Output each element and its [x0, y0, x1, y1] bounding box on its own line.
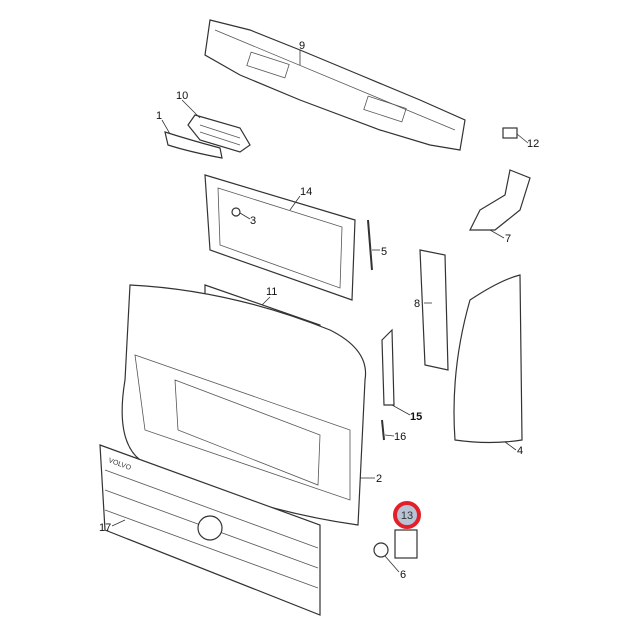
part-6-horn[interactable]	[373, 529, 418, 559]
part-10-bracket[interactable]	[187, 114, 251, 153]
part-8-bracket[interactable]	[419, 249, 449, 371]
callout-12: 12	[527, 138, 539, 150]
part-3-nut[interactable]	[231, 207, 241, 217]
part-4-side-panel[interactable]	[453, 274, 523, 444]
callout-17: 17	[99, 522, 111, 534]
callout-9: 9	[299, 40, 305, 52]
callout-16: 16	[394, 431, 406, 443]
callout-10: 10	[176, 90, 188, 102]
callout-7: 7	[505, 233, 511, 245]
callout-11: 11	[266, 286, 277, 298]
part-17-grille[interactable]: VOLVO	[99, 444, 321, 616]
callout-1: 1	[156, 110, 162, 122]
part-14-frame[interactable]	[204, 174, 356, 301]
part-12-clip[interactable]	[502, 127, 518, 139]
callout-4: 4	[517, 445, 523, 457]
callout-5: 5	[381, 246, 387, 258]
part-5-rod[interactable]	[367, 219, 373, 271]
callout-8: 8	[414, 298, 420, 310]
callout-14: 14	[300, 186, 312, 198]
callout-13: 13	[401, 510, 413, 522]
part-15-bracket[interactable]	[381, 328, 395, 406]
callout-13-highlighted[interactable]: 13	[393, 501, 421, 529]
callout-15: 15	[410, 411, 422, 423]
callout-2: 2	[376, 473, 382, 485]
callout-6: 6	[400, 569, 406, 581]
part-9-upper-panel[interactable]	[204, 19, 466, 151]
part-2-front-panel[interactable]	[121, 284, 367, 526]
part-1-handle[interactable]	[164, 131, 223, 159]
part-7-corner[interactable]	[469, 169, 531, 231]
part-16-pin[interactable]	[381, 419, 385, 441]
callout-3: 3	[250, 215, 256, 227]
